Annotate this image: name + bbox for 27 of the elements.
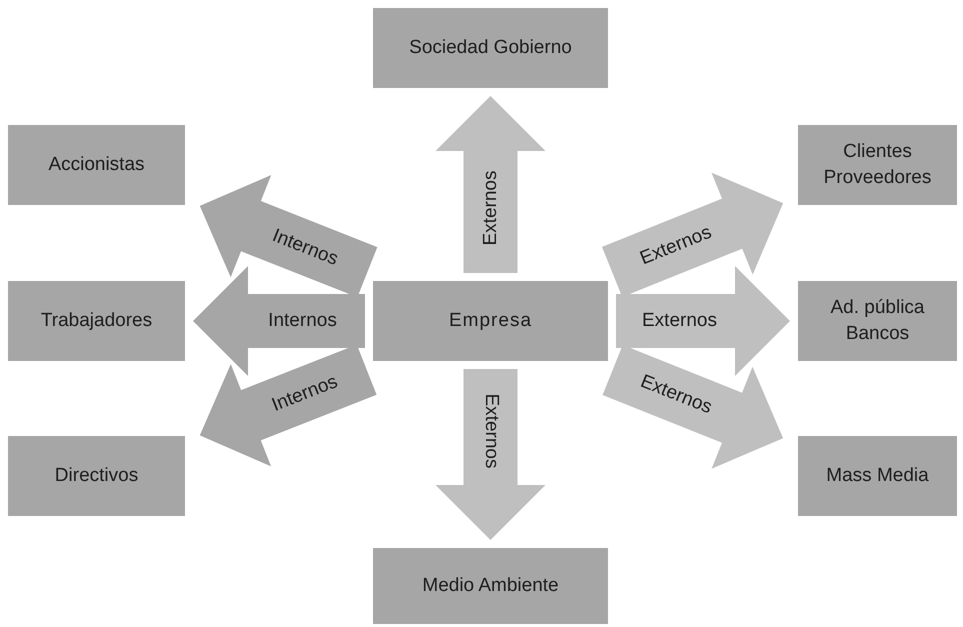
edge-label: Externos [480,394,502,468]
node-label: Medio Ambiente [422,574,559,598]
edge-label: Internos [268,309,337,333]
stakeholder-box [8,125,185,205]
node-label: Clientes Proveedores [822,140,932,190]
edge-label: Externos [642,309,717,333]
stakeholder-box [798,436,957,516]
block-arrow [193,266,365,376]
block-arrow [436,369,546,540]
stakeholder-box [798,125,957,205]
node-label: Ad. pública Bancos [829,296,926,346]
stakeholder-box [373,281,608,361]
stakeholder-box [373,548,608,624]
stakeholder-box [8,436,185,516]
stakeholder-box [8,281,185,361]
node-label: Sociedad Gobierno [409,36,572,60]
block-arrow [602,172,784,297]
node-label: Empresa [448,309,532,333]
block-arrow [616,266,790,376]
node-label: Accionistas [48,153,145,177]
node-label: Trabajadores [40,309,152,333]
node-label: Directivos [54,464,138,488]
block-arrow [436,96,546,273]
node-label: Mass Media [826,464,929,488]
stakeholder-box [798,281,957,361]
edge-label: Externos [478,170,502,246]
stakeholder-box [373,8,608,88]
